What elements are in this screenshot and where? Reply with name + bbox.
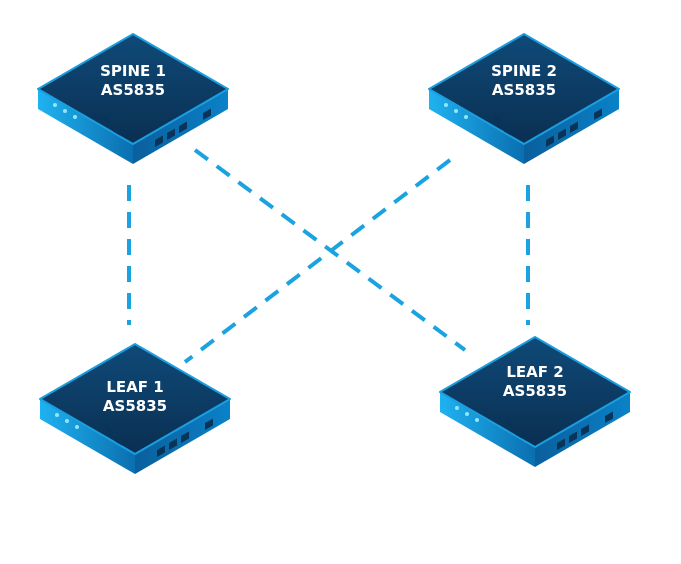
node-model: AS5835 [492,81,556,99]
switch-icon [37,33,229,165]
node-name: SPINE 2 [491,62,557,80]
spine1-switch[interactable]: SPINE 1 AS5835 [37,33,229,165]
node-model: AS5835 [103,397,167,415]
node-model: AS5835 [101,81,165,99]
switch-icon [439,336,631,468]
leaf2-switch[interactable]: LEAF 2 AS5835 [439,336,631,468]
node-name: LEAF 1 [106,378,163,396]
switch-icon [428,33,620,165]
node-model: AS5835 [503,382,567,400]
leaf1-switch[interactable]: LEAF 1 AS5835 [39,343,231,475]
link-spine2-leaf1 [183,158,452,364]
node-name: LEAF 2 [506,363,563,381]
node-name: SPINE 1 [100,62,166,80]
links-layer [127,148,530,364]
nodes-layer: SPINE 1 AS5835 SPINE 2 AS5835 LEAF 1 AS5… [37,33,631,475]
spine2-switch[interactable]: SPINE 2 AS5835 [428,33,620,165]
